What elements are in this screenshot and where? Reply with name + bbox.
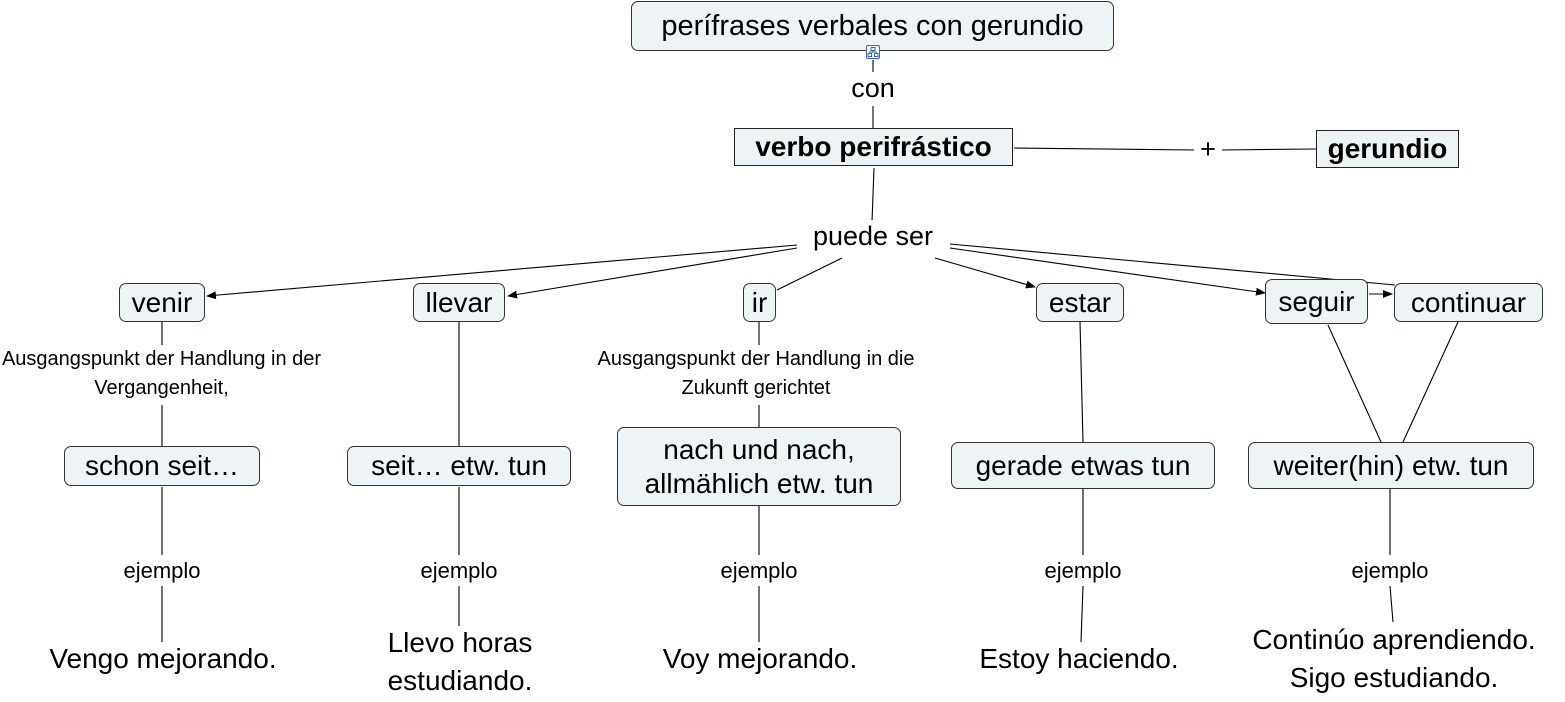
node-weiter-etw-tun[interactable]: weiter(hin) etw. tun [1248, 442, 1534, 489]
node-label: venir [131, 286, 193, 318]
link-puede-ser: puede ser [797, 220, 949, 254]
line-verbo-plus [1013, 147, 1197, 151]
example-ir: Voy mejorando. [662, 643, 858, 674]
node-continuar[interactable]: continuar [1394, 283, 1543, 322]
node-schon-seit[interactable]: schon seit… [64, 446, 260, 486]
node-label: llevar [425, 286, 493, 318]
node-seguir[interactable]: seguir [1265, 279, 1368, 324]
arrow-estar [934, 257, 1036, 289]
link-ejemplo-llevar: ejemplo [411, 557, 507, 585]
node-label: seit… etw. tun [371, 450, 547, 482]
node-label: seguir [1278, 285, 1355, 317]
line-continuar [949, 243, 1396, 286]
link-desc-ir: Ausgangspunkt der Handlung in die Zukunf… [594, 345, 918, 403]
link-desc-venir: Ausgangspunkt der Handlung in der Vergan… [0, 345, 323, 403]
arrow-llevar [507, 247, 798, 299]
example-estar: Estoy haciendo. [979, 643, 1179, 674]
title-node[interactable]: perífrases verbales con gerundio [631, 1, 1114, 51]
node-label: weiter(hin) etw. tun [1273, 449, 1509, 481]
example-venir: Vengo mejorando. [49, 643, 277, 674]
node-label: nach und nach, allmählich etw. tun [644, 433, 874, 499]
title-text: perífrases verbales con gerundio [661, 9, 1084, 42]
example-llevar: Llevo horas estudiando. [387, 627, 533, 696]
arrow-seguir [949, 247, 1266, 296]
line-verbo-puede [871, 167, 875, 223]
link-con: con [838, 72, 908, 106]
node-label: schon seit… [84, 450, 240, 482]
submap-icon[interactable] [866, 45, 880, 59]
example-seguir: Continúo aprendiendo. Sigo estudiando. [1252, 624, 1536, 693]
link-plus: + [1194, 133, 1222, 167]
line-plus-gerundio [1220, 148, 1317, 151]
link-ejemplo-venir: ejemplo [114, 557, 210, 585]
node-seit-etw-tun[interactable]: seit… etw. tun [347, 446, 571, 486]
line-ir [776, 257, 843, 291]
arrow-venir [206, 244, 798, 300]
node-llevar[interactable]: llevar [413, 283, 505, 322]
node-label: gerade etwas tun [975, 449, 1191, 481]
node-venir[interactable]: venir [119, 283, 205, 322]
link-ejemplo-seguir: ejemplo [1342, 557, 1438, 585]
node-verbo-perifrastico[interactable]: verbo perifrástico [734, 128, 1013, 166]
node-gerundio[interactable]: gerundio [1316, 130, 1459, 168]
node-label: continuar [1410, 286, 1527, 318]
node-label: ir [751, 286, 768, 318]
node-label: estar [1048, 286, 1112, 318]
node-gerade-etwas-tun[interactable]: gerade etwas tun [951, 442, 1215, 489]
node-estar[interactable]: estar [1036, 283, 1124, 322]
node-nach-und-nach[interactable]: nach und nach, allmählich etw. tun [617, 427, 901, 506]
link-ejemplo-estar: ejemplo [1035, 557, 1131, 585]
node-label: verbo perifrástico [755, 131, 992, 163]
link-ejemplo-ir: ejemplo [711, 557, 807, 585]
node-ir[interactable]: ir [743, 283, 776, 322]
node-label: gerundio [1327, 133, 1448, 165]
